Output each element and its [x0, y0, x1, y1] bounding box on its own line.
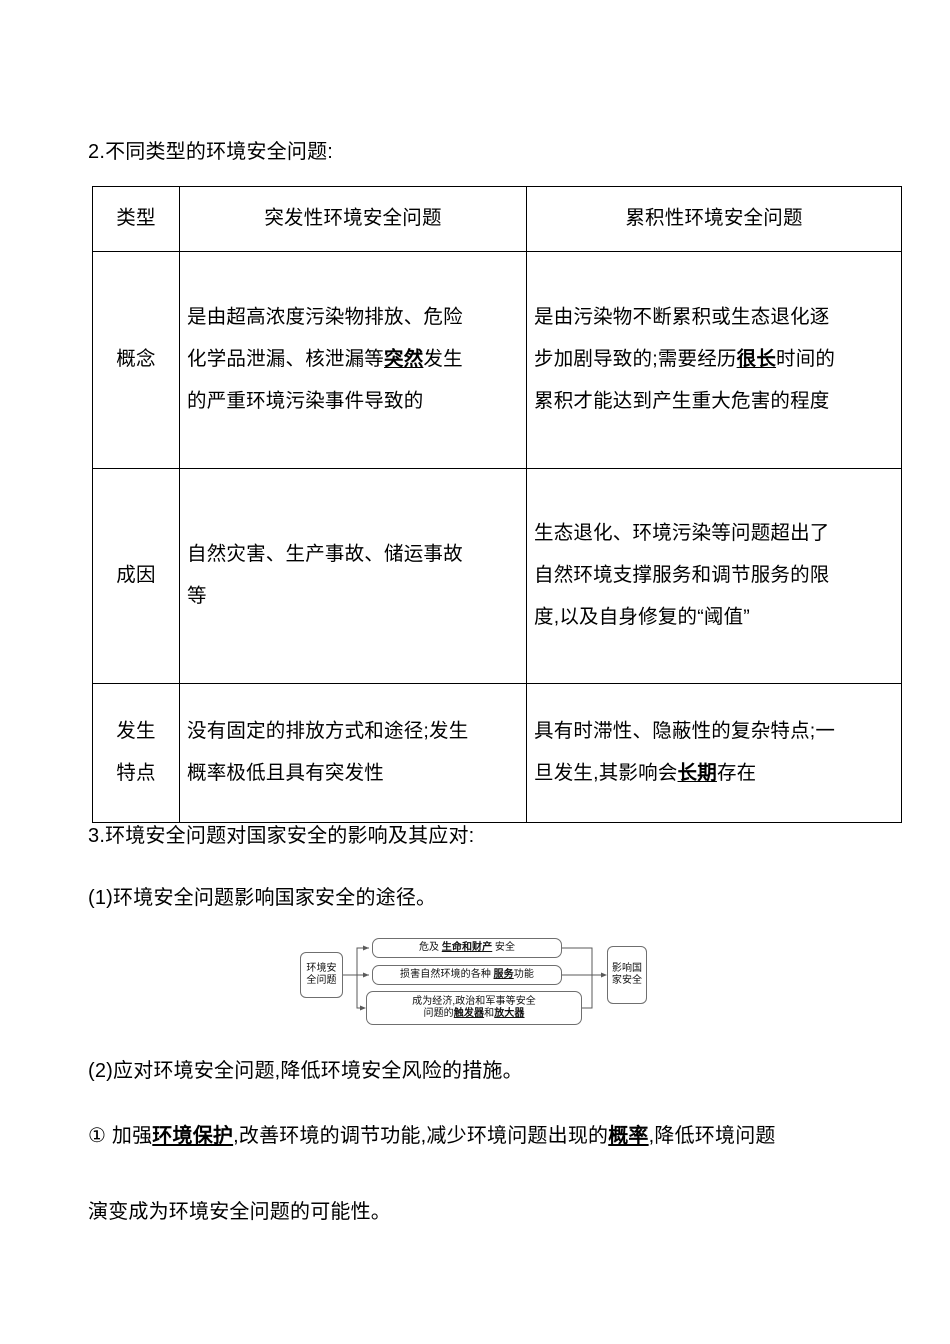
measure-item-1: ① 加强环境保护,改善环境的调节功能,减少环境问题出现的概率,降低环境问题 [88, 1122, 776, 1151]
arrowhead-trigger [360, 1005, 366, 1011]
connector-life-to-target [562, 947, 604, 976]
text-fragment: 存在 [716, 762, 757, 784]
concept-sudden-cell: 是由超高浓度污染物排放、危险 化学品泄漏、核泄漏等突然发生 的严重环境污染事件导… [179, 251, 527, 469]
table-header-label: 类型 [92, 186, 180, 252]
text-fragment: 和 [484, 1008, 495, 1019]
emphasis-verylong: 很长 [736, 348, 777, 371]
emphasis-sudden: 突然 [384, 348, 424, 371]
table-header-row: 类型 突发性环境安全问题 累积性环境安全问题 [92, 186, 902, 252]
cause-sudden-line2: 等 [187, 585, 207, 607]
row-label-cause: 成因 [92, 468, 180, 684]
emphasis-trigger: 触发器 [453, 1008, 485, 1019]
arrowhead-target [601, 972, 607, 978]
flow-trigger-line1: 成为经济,政治和军事等安全 [412, 995, 536, 1007]
arrowhead-service [363, 972, 369, 978]
text-fragment: 危及 [418, 941, 442, 953]
cause-cumulative-cell: 生态退化、环境污染等问题超出了 自然环境支撑服务和调节服务的限 度,以及自身修复… [526, 468, 902, 684]
feature-cumulative-line2: 旦发生,其影响会长期存在 [534, 753, 894, 795]
emphasis-amplifier: 放大器 [494, 1008, 525, 1019]
text-fragment: 功能 [513, 968, 534, 980]
connector-source-to-trigger [343, 974, 363, 1009]
cause-cumulative-line1: 生态退化、环境污染等问题超出了 [534, 522, 830, 545]
emphasis-life-property: 生命和财产 [441, 941, 493, 953]
concept-cumulative-cell: 是由污染物不断累积或生态退化逐 步加剧导致的;需要经历很长时间的 累积才能达到产… [526, 251, 902, 469]
concept-cumulative-line2: 步加剧导致的;需要经历很长时间的 [534, 339, 894, 381]
feature-sudden-line2: 概率极低且具有突发性 [187, 762, 385, 784]
concept-sudden-line3: 的严重环境污染事件导致的 [187, 389, 424, 412]
text-fragment: 时间的 [776, 348, 836, 371]
emphasis-longterm: 长期 [677, 762, 717, 784]
flow-target-line2: 家安全 [611, 975, 643, 986]
emphasis-env-protection: 环境保护 [152, 1125, 234, 1147]
concept-sudden-line1: 是由超高浓度污染物排放、危险 [187, 306, 463, 329]
text-fragment: ① 加强 [88, 1125, 153, 1147]
cause-cumulative-line2: 自然环境支撑服务和调节服务的限 [534, 564, 830, 587]
list-item-2: (2)应对环境安全问题,降低环境安全风险的措施。 [88, 1060, 523, 1082]
flow-node-life-property: 危及 生命和财产 安全 [372, 938, 562, 958]
feature-sudden-line1: 没有固定的排放方式和途径;发生 [187, 720, 469, 743]
cause-cumulative-line3: 度,以及自身修复的“阈值” [534, 605, 751, 628]
cause-sudden-line1: 自然灾害、生产事故、储运事故 [187, 543, 463, 566]
text-fragment: 旦发生,其影响会 [534, 762, 678, 784]
emphasis-probability: 概率 [608, 1125, 649, 1147]
concept-cumulative-line1: 是由污染物不断累积或生态退化逐 [534, 306, 830, 329]
flow-source-line2: 全问题 [306, 975, 337, 986]
connector-trigger-to-target [582, 975, 593, 1009]
flowchart-connectors [343, 945, 607, 1011]
text-fragment: 步加剧导致的;需要经历 [534, 348, 737, 371]
table-row: 发生 特点 没有固定的排放方式和途径;发生 概率极低且具有突发性 具有时滞性、隐… [92, 683, 902, 823]
environment-security-flowchart: 环境安 全问题 危及 生命和财产 安全 损害自然环境的各种 服务功能 成为经济,… [300, 934, 650, 1034]
section-heading-3: 3.环境安全问题对国家安全的影响及其应对: [88, 825, 475, 847]
arrowhead-life [363, 945, 369, 951]
measure-item-1-line2: 演变成为环境安全问题的可能性。 [88, 1201, 391, 1223]
comparison-table: 类型 突发性环境安全问题 累积性环境安全问题 概念 是由超高浓度污染物排放、危险… [92, 186, 902, 823]
feature-cumulative-line1: 具有时滞性、隐蔽性的复杂特点;一 [534, 720, 836, 743]
flow-node-national-security: 影响国 家安全 [607, 946, 647, 1004]
feature-sudden-cell: 没有固定的排放方式和途径;发生 概率极低且具有突发性 [179, 683, 527, 823]
text-fragment: 发生 [423, 348, 463, 371]
cause-sudden-cell: 自然灾害、生产事故、储运事故 等 [179, 468, 527, 684]
comparison-table-wrapper: 类型 突发性环境安全问题 累积性环境安全问题 概念 是由超高浓度污染物排放、危险… [92, 186, 902, 823]
section-heading-2: 2.不同类型的环境安全问题: [88, 141, 334, 163]
emphasis-service: 服务 [493, 968, 514, 980]
flow-source-line1: 环境安 [306, 962, 337, 974]
row-label-feature-line1: 发生 [116, 720, 156, 743]
connector-source-to-life [343, 947, 369, 976]
table-row: 概念 是由超高浓度污染物排放、危险 化学品泄漏、核泄漏等突然发生 的严重环境污染… [92, 251, 902, 469]
feature-cumulative-cell: 具有时滞性、隐蔽性的复杂特点;一 旦发生,其影响会长期存在 [526, 683, 902, 823]
flow-node-source: 环境安 全问题 [300, 952, 343, 998]
text-fragment: 问题的 [423, 1008, 454, 1019]
table-row: 成因 自然灾害、生产事故、储运事故 等 生态退化、环境污染等问题超出了 自然环境… [92, 468, 902, 684]
text-fragment: ,降低环境问题 [648, 1125, 776, 1147]
text-fragment: 安全 [492, 941, 516, 953]
list-item-1: (1)环境安全问题影响国家安全的途径。 [88, 887, 437, 909]
row-label-feature-line2: 特点 [116, 762, 156, 784]
flow-node-service-function: 损害自然环境的各种 服务功能 [372, 965, 562, 985]
flow-target-line1: 影响国 [611, 962, 643, 974]
concept-sudden-line2: 化学品泄漏、核泄漏等突然发生 [187, 339, 519, 381]
concept-cumulative-line3: 累积才能达到产生重大危害的程度 [534, 389, 830, 412]
table-header-col-b: 累积性环境安全问题 [526, 186, 902, 252]
text-fragment: 化学品泄漏、核泄漏等 [187, 348, 385, 371]
text-fragment: ,改善环境的调节功能,减少环境问题出现的 [233, 1125, 609, 1147]
table-header-col-a: 突发性环境安全问题 [179, 186, 527, 252]
row-label-concept: 概念 [92, 251, 180, 469]
flow-node-trigger-amplifier: 成为经济,政治和军事等安全 问题的触发器和放大器 [366, 991, 582, 1025]
text-fragment: 损害自然环境的各种 [400, 968, 494, 980]
row-label-feature: 发生 特点 [92, 683, 180, 823]
